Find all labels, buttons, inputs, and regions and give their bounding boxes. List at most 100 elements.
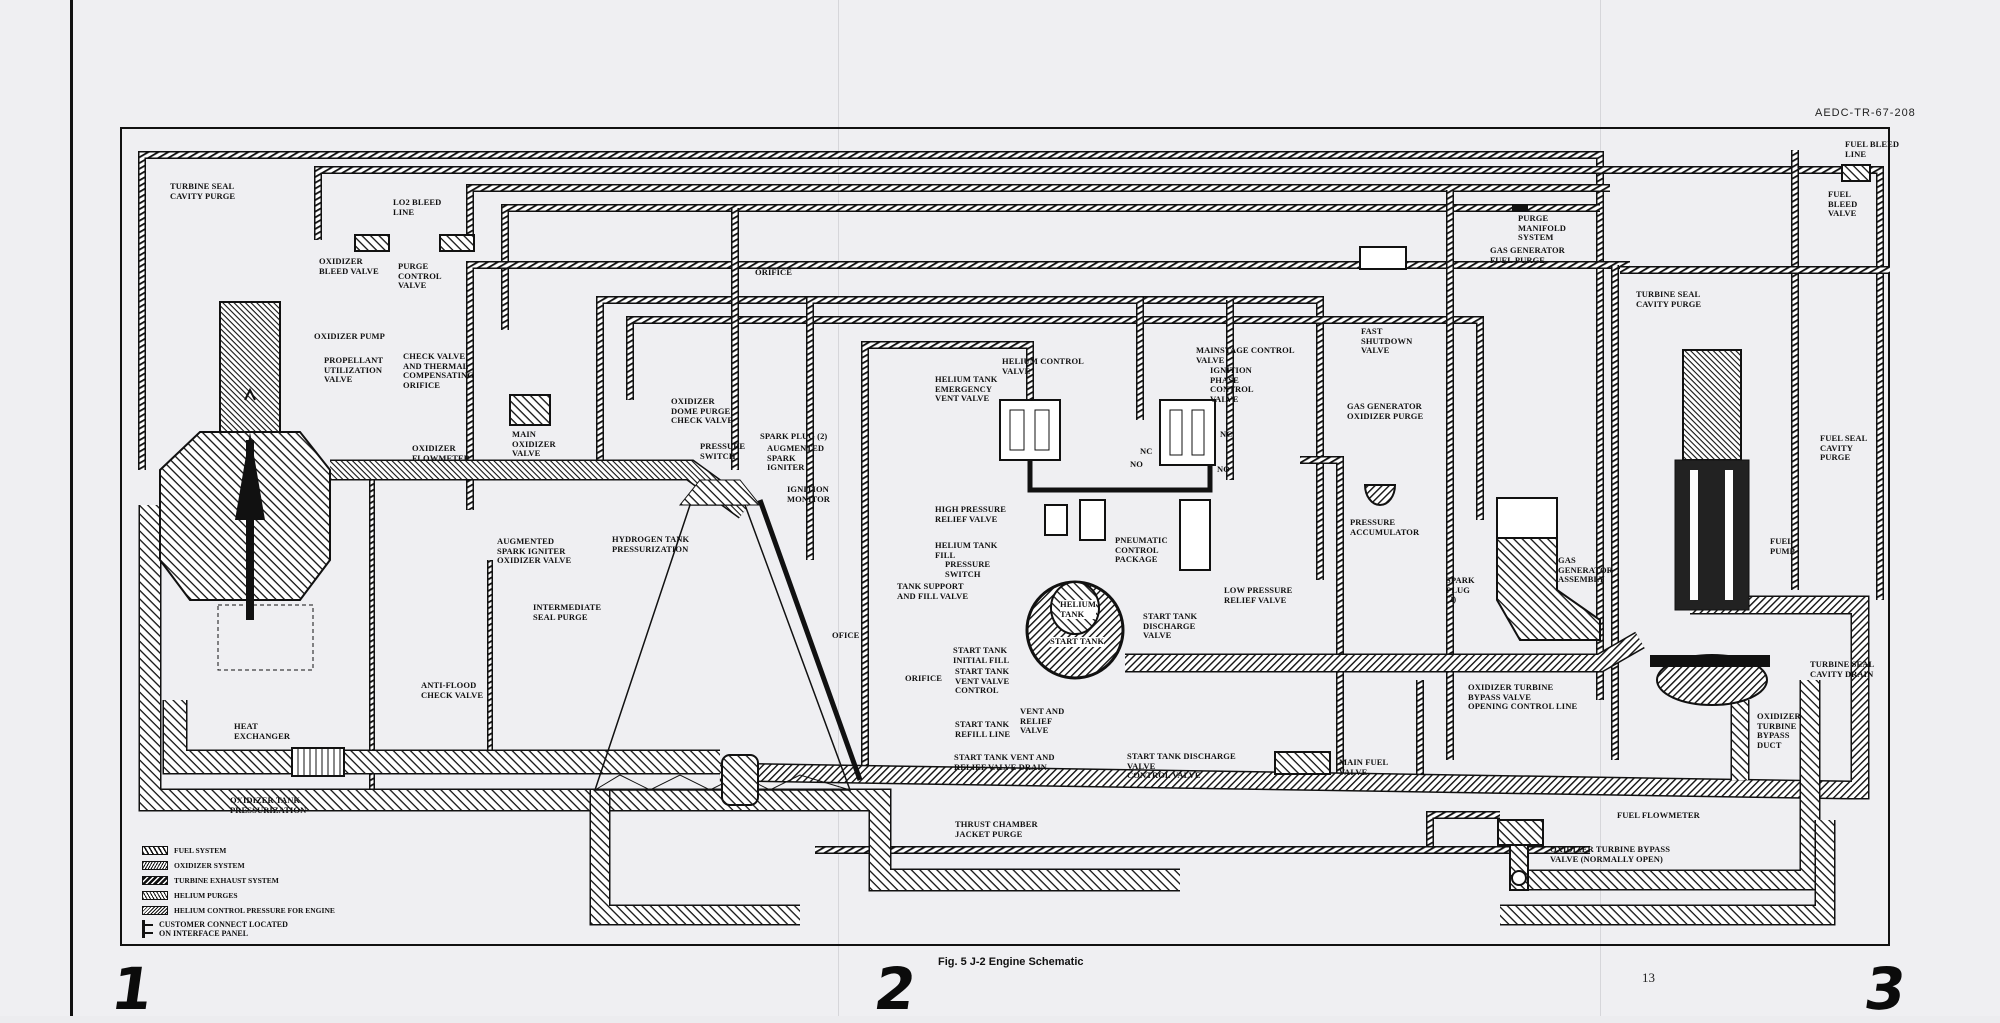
helium-purge-line (466, 184, 1610, 240)
label-fuel-pump: FUEL PUMP (1770, 536, 1795, 556)
label-main-oxidizer-valve: MAIN OXIDIZER VALVE (512, 429, 556, 458)
label-start-tank-discharge-valve: START TANK DISCHARGE VALVE (1143, 611, 1198, 640)
ox-turbine-bypass-duct (1510, 680, 1819, 889)
label-oxidizer-tank-pressurization: OXIDIZER TANK PRESSURIZATION (230, 795, 307, 815)
label-spark-plug-gg: SPARK PLUG (2) (1446, 575, 1475, 604)
fast-shutdown-valve (1359, 246, 1407, 270)
helium-swatch (142, 891, 168, 900)
label-spark-plug: SPARK PLUG (2) (760, 431, 828, 441)
label-ignition-phase-control-valve: IGNITION PHASE CONTROL VALVE (1210, 365, 1254, 404)
label-oxidizer-dome-purge-check-valve: OXIDIZER DOME PURGE CHECK VALVE (671, 396, 734, 425)
pipe-network (138, 150, 1890, 926)
label-ofice: OFICE (832, 630, 860, 640)
main-fuel-valve (1274, 751, 1331, 775)
legend-item-exhaust: TURBINE EXHAUST SYSTEM (142, 873, 335, 888)
label-oxidizer-bleed-valve: OXIDIZER BLEED VALVE (319, 256, 379, 276)
label-purge-manifold-system: PURGE MANIFOLD SYSTEM (1518, 213, 1567, 242)
label-low-pressure-relief-valve: LOW PRESSURE RELIEF VALVE (1224, 585, 1293, 605)
fuel-swatch (142, 846, 168, 855)
label-check-valve-orifice: CHECK VALVE AND THERMAL COMPENSATING ORI… (403, 351, 474, 390)
helium-purge-line (1427, 812, 1500, 850)
control-swatch (142, 906, 168, 915)
label-turbine-seal-cavity-drain: TURBINE SEAL CAVITY DRAIN (1810, 659, 1875, 679)
legend: FUEL SYSTEM OXIDIZER SYSTEM TURBINE EXHA… (142, 843, 335, 940)
label-gas-generator-assembly: GAS GENERATOR ASSEMBLY (1558, 555, 1613, 584)
oxidizer-bleed-valve (354, 234, 390, 252)
purge-manifold (1512, 205, 1528, 211)
legend-item-connect: CUSTOMER CONNECT LOCATED ON INTERFACE PA… (142, 918, 335, 940)
label-nc: NC (1220, 429, 1233, 439)
oxidizer-turbine-exhaust (164, 700, 720, 773)
label-vent-relief-valve: VENT AND RELIEF VALVE (1020, 706, 1065, 735)
label-fuel-seal-cavity-purge: FUEL SEAL CAVITY PURGE (1820, 433, 1868, 462)
heat-exchanger (291, 747, 345, 777)
label-main-fuel-valve: MAIN FUEL VALVE (1339, 757, 1389, 777)
label-asi-oxidizer-valve: AUGMENTED SPARK IGNITER OXIDIZER VALVE (497, 536, 572, 565)
label-nc: NC (1140, 446, 1153, 456)
fuel-bleed-valve (1841, 164, 1871, 182)
legend-item-helium: HELIUM PURGES (142, 888, 335, 903)
helium-purge-line (807, 297, 1143, 560)
label-gas-generator-fuel-purge: GAS GENERATOR FUEL PURGE (1490, 245, 1565, 265)
main-oxidizer-valve (509, 394, 551, 426)
turbine-exhaust-duct (140, 505, 1180, 890)
connect-symbol (142, 920, 153, 938)
legend-item-oxidizer: OXIDIZER SYSTEM (142, 858, 335, 873)
label-oxidizer-pump: OXIDIZER PUMP (314, 331, 385, 341)
label-no: NO (1217, 464, 1230, 474)
oxidizer-pump (159, 301, 331, 671)
page-edge (70, 0, 73, 1016)
fuel-main-line (719, 597, 1868, 798)
label-start-tank-vent-valve-control: START TANK VENT VALVE CONTROL (955, 666, 1010, 695)
label-ox-turbine-bypass-duct: OXIDIZER TURBINE BYPASS DUCT (1757, 711, 1801, 750)
label-helium-tank: HELIUM TANK (1060, 599, 1097, 619)
label-turbine-seal-cavity-purge: TURBINE SEAL CAVITY PURGE (170, 181, 236, 201)
helium-purge-line (467, 185, 1610, 240)
label-start-tank-initial-fill: START TANK INITIAL FILL (953, 645, 1010, 665)
helium-purge-line (627, 317, 1483, 520)
label-start-tank-vent-relief-drain: START TANK VENT AND RELIEF VALVE DRAIN (954, 752, 1055, 772)
exhaust-outlet (591, 790, 800, 924)
helium-purge-line (467, 262, 1630, 510)
label-heat-exchanger: HEAT EXCHANGER (234, 721, 291, 741)
label-fast-shutdown-valve: FAST SHUTDOWN VALVE (1361, 326, 1413, 355)
label-pressure-switch-he: PRESSURE SWITCH (945, 559, 991, 579)
oxidizer-turbine-bypass-valve (1497, 819, 1544, 891)
label-ignition-monitor: IGNITION MONITOR (787, 484, 831, 504)
legend-item-fuel: FUEL SYSTEM (142, 843, 335, 858)
label-purge-control-valve: PURGE CONTROL VALVE (398, 261, 442, 290)
components (159, 164, 1871, 891)
label-anti-flood-check-valve: ANTI-FLOOD CHECK VALVE (421, 680, 484, 700)
label-turbine-seal-cavity-purge-right: TURBINE SEAL CAVITY PURGE (1636, 289, 1702, 309)
legend-item-control: HELIUM CONTROL PRESSURE FOR ENGINE (142, 903, 335, 918)
exhaust-swatch (142, 876, 168, 885)
thrust-chamber (593, 479, 863, 806)
label-orifice: ORIFICE (755, 267, 793, 277)
oxidizer-swatch (142, 861, 168, 870)
helium-purge-line (315, 167, 1883, 600)
label-augmented-spark-igniter: AUGMENTED SPARK IGNITER (767, 443, 825, 472)
figure-caption: Fig. 5 J-2 Engine Schematic (938, 956, 1084, 968)
label-propellant-utilization-valve: PROPELLANT UTILIZATION VALVE (324, 355, 384, 384)
label-start-tank: START TANK (1050, 636, 1105, 647)
label-pneumatic-control-package: PNEUMATIC CONTROL PACKAGE (1115, 535, 1168, 564)
label-pressure-switch: PRESSURE SWITCH (700, 441, 746, 461)
label-start-tank-refill-line: START TANK REFILL LINE (955, 719, 1011, 739)
label-no: NO (1130, 459, 1143, 469)
bypass-return-duct (1500, 820, 1834, 924)
report-number: AEDC-TR-67-208 (1815, 107, 1916, 119)
label-fuel-bleed-valve: FUEL BLEED VALVE (1828, 189, 1858, 218)
label-helium-tank-fill: HELIUM TANK FILL (935, 540, 998, 560)
label-fuel-bleed-line: FUEL BLEED LINE (1845, 139, 1900, 159)
gas-generator (1496, 497, 1601, 641)
label-helium-tank-emergency-vent-valve: HELIUM TANK EMERGENCY VENT VALVE (935, 374, 998, 403)
helium-purge-line (1426, 811, 1500, 850)
label-oxidizer-flowmeter: OXIDIZER FLOWMETER (412, 443, 471, 463)
label-mainstage-control-valve: MAINSTAGE CONTROL VALVE (1196, 345, 1295, 365)
label-ox-turbine-bypass-valve: OXIDIZER TURBINE BYPASS VALVE (NORMALLY … (1550, 844, 1671, 864)
drawing-frame (120, 127, 1890, 946)
pneumatic-control-package (999, 399, 1216, 571)
label-tank-support-fill-valve: TANK SUPPORT AND FILL VALVE (897, 581, 969, 601)
pressure-accumulator (1363, 484, 1397, 506)
